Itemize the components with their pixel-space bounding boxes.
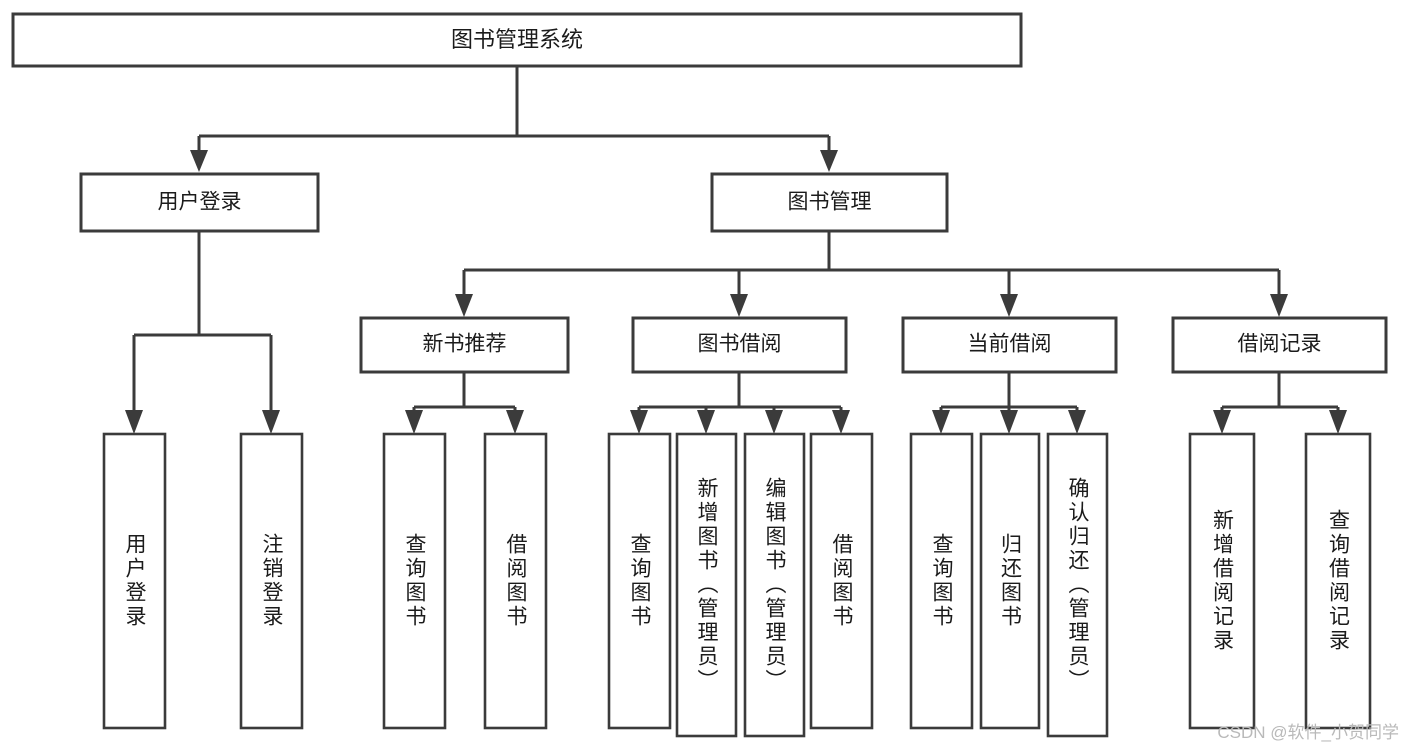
- arrow-head-borrow-record: [1270, 294, 1288, 317]
- leaf-box-cb-2[interactable]: [979, 432, 1041, 730]
- arrow-head-leaf-cb-2: [1000, 410, 1018, 434]
- arrow-head-leaf-bb-2: [697, 410, 715, 434]
- leaf-box-nbr-1[interactable]: [382, 432, 447, 730]
- watermark-text: CSDN @软件_小贺同学: [1217, 723, 1399, 742]
- node-box-book-manage[interactable]: [710, 172, 949, 233]
- arrow-head-leaf-br-2: [1329, 410, 1347, 434]
- node-label-book-borrow: 图书借阅: [698, 333, 782, 356]
- arrow-head-current-borrow: [1000, 294, 1018, 317]
- leaf-box-user-login-2[interactable]: [239, 432, 304, 730]
- arrow-head-book-borrow: [730, 294, 748, 317]
- arrow-head-leaf-cb-3: [1068, 410, 1086, 434]
- leaf-box-bb-2[interactable]: [675, 432, 738, 738]
- arrow-head-leaf-user-login-1: [125, 410, 143, 434]
- leaf-box-nbr-2[interactable]: [483, 432, 548, 730]
- node-label-root: 图书管理系统: [451, 27, 583, 52]
- arrow-head-leaf-nbr-2: [506, 410, 524, 434]
- arrow-head-new-book-recommend: [455, 294, 473, 317]
- arrow-head-leaf-bb-3: [765, 410, 783, 434]
- node-label-user-login: 用户登录: [158, 191, 242, 214]
- arrow-head-user-login: [190, 150, 208, 172]
- leaf-box-user-login-1[interactable]: [102, 432, 167, 730]
- arrow-head-leaf-br-1: [1213, 410, 1231, 434]
- arrow-head-leaf-user-login-2: [262, 410, 280, 434]
- arrow-head-book-manage: [820, 150, 838, 172]
- node-box-borrow-record[interactable]: [1171, 316, 1388, 374]
- arrow-head-leaf-bb-1: [630, 410, 648, 434]
- leaf-box-bb-3[interactable]: [743, 432, 806, 738]
- leaf-box-cb-1[interactable]: [909, 432, 974, 730]
- arrow-head-leaf-cb-1: [932, 410, 950, 434]
- node-box-current-borrow[interactable]: [901, 316, 1118, 374]
- node-label-borrow-record: 借阅记录: [1238, 333, 1322, 356]
- leaf-box-br-1[interactable]: [1188, 432, 1256, 730]
- arrow-head-leaf-bb-4: [832, 410, 850, 434]
- node-label-book-manage: 图书管理: [788, 191, 872, 214]
- node-box-book-borrow[interactable]: [631, 316, 848, 374]
- node-box-new-book-recommend[interactable]: [359, 316, 570, 374]
- leaf-box-cb-3[interactable]: [1046, 432, 1109, 738]
- node-box-root[interactable]: [11, 12, 1023, 68]
- arrow-head-leaf-nbr-1: [405, 410, 423, 434]
- leaf-box-bb-1[interactable]: [607, 432, 672, 730]
- leaf-box-br-2[interactable]: [1304, 432, 1372, 730]
- node-label-new-book-recommend: 新书推荐: [423, 333, 507, 356]
- leaf-box-bb-4[interactable]: [809, 432, 874, 730]
- node-label-current-borrow: 当前借阅: [968, 333, 1052, 356]
